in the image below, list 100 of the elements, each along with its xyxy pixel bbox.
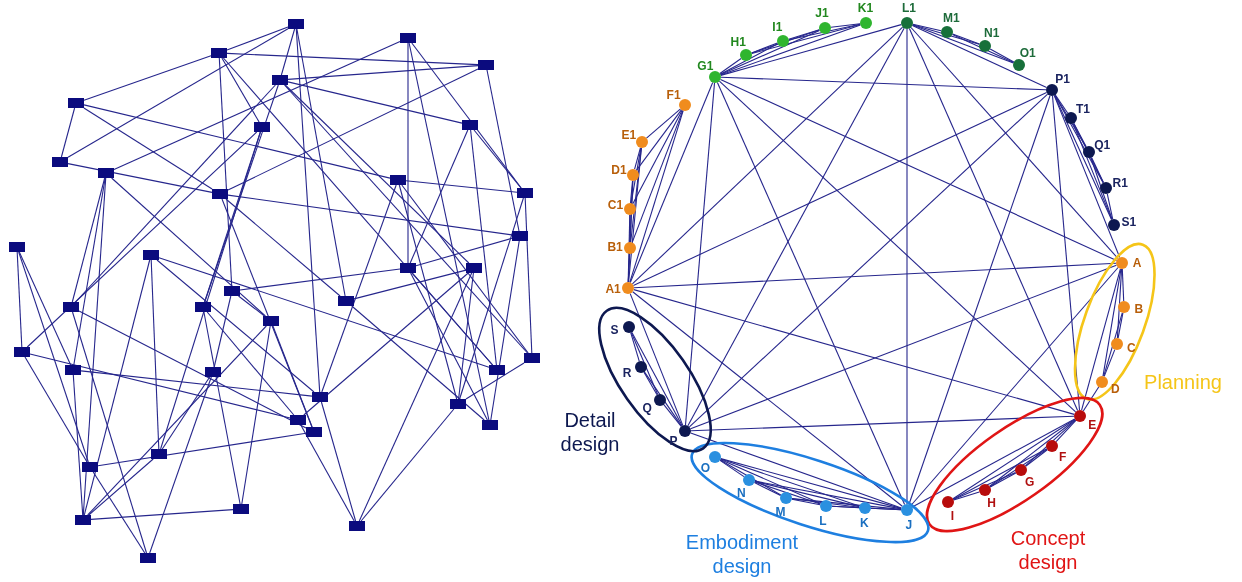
- network-node: [151, 449, 167, 459]
- network-node: [205, 367, 221, 377]
- network-link: [459, 197, 524, 400]
- network-link: [465, 362, 525, 400]
- network-node: [478, 60, 494, 70]
- network-link: [113, 41, 401, 170]
- network-link: [161, 376, 211, 450]
- network-link: [524, 197, 533, 354]
- network-link: [1025, 449, 1048, 467]
- network-link: [82, 177, 107, 516]
- node-label: C1: [606, 198, 625, 213]
- network-node: [312, 392, 328, 402]
- node-label: S1: [1120, 215, 1138, 230]
- network-link: [633, 262, 1117, 289]
- network-node: [75, 515, 91, 525]
- network-link: [1106, 193, 1114, 220]
- network-link: [751, 23, 861, 55]
- network-link: [226, 26, 289, 51]
- network-node: [98, 168, 114, 178]
- node-label: L: [818, 513, 828, 528]
- network-link: [415, 237, 513, 267]
- network-link: [719, 57, 742, 75]
- network-link: [272, 325, 313, 428]
- network-link: [908, 27, 1079, 412]
- network-link: [951, 33, 1015, 64]
- network-link: [690, 264, 1117, 430]
- node-label: F1: [665, 88, 682, 103]
- node-label: G1: [696, 58, 715, 73]
- group-label: Detail design: [559, 408, 621, 456]
- network-link: [687, 27, 905, 427]
- node-label: Q: [641, 400, 653, 415]
- network-link: [287, 81, 463, 124]
- network-link: [989, 48, 1015, 63]
- network-link: [690, 415, 1075, 432]
- node-label: O: [699, 461, 711, 476]
- network-node: [450, 399, 466, 409]
- network-link: [60, 107, 76, 158]
- network-link: [401, 184, 529, 354]
- network-link: [632, 109, 683, 205]
- network-link: [237, 295, 266, 317]
- network-link: [407, 42, 409, 264]
- node-label: J: [904, 517, 914, 532]
- network-link: [645, 108, 682, 139]
- node-label: I1: [771, 20, 784, 35]
- node-label: K1: [856, 1, 875, 15]
- node-label: M: [774, 504, 787, 519]
- network-node: [400, 33, 416, 43]
- network-link: [952, 33, 980, 45]
- network-link: [411, 272, 494, 366]
- node-label: N: [736, 485, 747, 500]
- network-node: [9, 242, 25, 252]
- network-link: [149, 376, 212, 554]
- network-link: [97, 432, 307, 467]
- network-node: [140, 553, 156, 563]
- network-link: [684, 82, 716, 426]
- network-node: [233, 504, 249, 514]
- network-link: [1073, 122, 1087, 148]
- network-link: [284, 84, 470, 264]
- network-link: [80, 370, 313, 397]
- node-label: A1: [604, 282, 622, 297]
- network-link: [1055, 419, 1077, 443]
- network-link: [753, 482, 782, 496]
- network-link: [1081, 268, 1121, 411]
- network-link: [358, 272, 473, 522]
- network-node: [14, 347, 30, 357]
- network-link: [73, 177, 106, 366]
- group-label: Planning: [1143, 370, 1223, 394]
- network-link: [720, 24, 902, 76]
- network-link: [241, 325, 271, 505]
- network-link: [353, 269, 467, 300]
- network-link: [690, 432, 902, 509]
- network-link: [351, 305, 485, 421]
- network-link: [321, 184, 397, 393]
- network-link: [206, 311, 295, 416]
- network-link: [410, 272, 488, 421]
- group-label: Embodiment design: [684, 530, 800, 578]
- network-node: [288, 19, 304, 29]
- network-link: [83, 104, 391, 179]
- node-label: C: [1125, 341, 1137, 356]
- network-link: [203, 311, 241, 505]
- network-node: [517, 188, 533, 198]
- network-node: [82, 462, 98, 472]
- network-link: [473, 129, 522, 189]
- node-label: P1: [1054, 72, 1071, 87]
- network-link: [911, 24, 1048, 89]
- node-label: Q1: [1093, 137, 1112, 152]
- network-link: [360, 408, 455, 522]
- node-label: J1: [814, 6, 830, 21]
- network-link: [1090, 157, 1113, 220]
- network-link: [636, 109, 682, 171]
- network-link: [952, 418, 1076, 500]
- node-label: B: [1133, 302, 1145, 317]
- network-link: [213, 295, 232, 368]
- network-link: [630, 332, 640, 362]
- network-link: [300, 424, 355, 522]
- network-node: [349, 521, 365, 531]
- network-link: [631, 26, 904, 285]
- network-link: [720, 24, 861, 76]
- network-link: [1091, 156, 1104, 184]
- network-link: [1073, 122, 1104, 184]
